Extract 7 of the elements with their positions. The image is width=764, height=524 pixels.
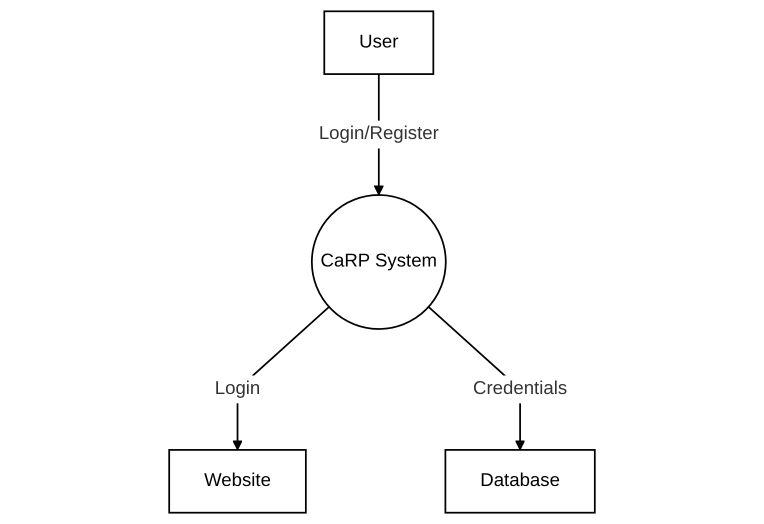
edge-label: Login/Register [318,124,439,144]
node-box: User [323,10,434,75]
node-box: Database [444,449,596,514]
node-circle: CaRP System [310,194,447,330]
edge-label: Login [214,378,260,399]
node-box: Website [168,449,307,514]
edge-label: Credentials [473,378,568,399]
